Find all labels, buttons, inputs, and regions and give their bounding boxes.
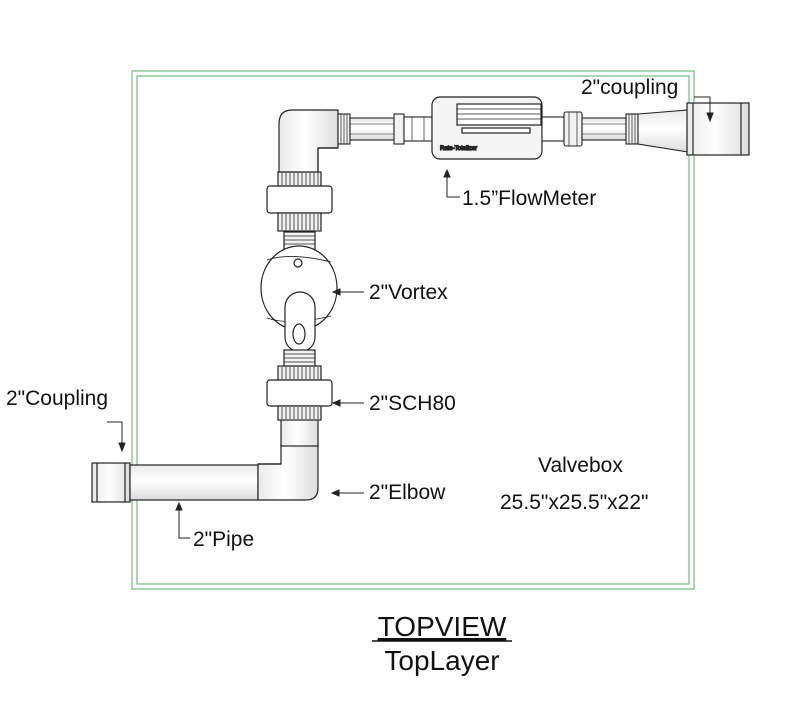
lower-union [266,365,333,421]
label-vortex: 2"Vortex [369,281,448,304]
vortex-valve [260,231,338,367]
label-coupling-top: 2"coupling [581,76,678,99]
leader-flowmeter [446,173,460,198]
flowmeter-left-fitting [393,113,433,145]
title-main: TOPVIEW [378,611,507,642]
label-valvebox-name: Valvebox [538,454,623,477]
leader-pipe [178,506,190,539]
leader-lines [107,96,714,539]
label-elbow: 2"Elbow [369,481,446,504]
pipe-to-coupling [581,117,627,141]
label-valvebox-size: 25.5"x25.5"x22" [500,491,648,514]
top-elbow [278,109,339,173]
label-flowmeter: 1.5”FlowMeter [462,187,596,210]
flowmeter-right-fitting [541,111,583,147]
left-coupling [91,462,131,503]
bottom-elbow [257,443,319,501]
meter-face-text: Rate-Totalizer [440,146,477,152]
right-coupling [686,102,750,156]
upper-union [266,171,333,232]
top-adapter-right [625,109,689,153]
title-sub: TopLayer [384,645,499,676]
label-pipe: 2"Pipe [193,528,254,551]
leader-coupling-left [107,421,123,448]
label-coupling-left: 2"Coupling [6,387,108,410]
horizontal-pipe [129,464,259,501]
label-sch80: 2"SCH80 [369,392,456,415]
valvebox-outline [131,70,695,590]
flowmeter-body: Rate-Totalizer [431,96,543,160]
pipe-to-flowmeter [349,117,395,141]
leader-coupling-top [694,96,711,118]
top-adapter-left [337,113,351,145]
